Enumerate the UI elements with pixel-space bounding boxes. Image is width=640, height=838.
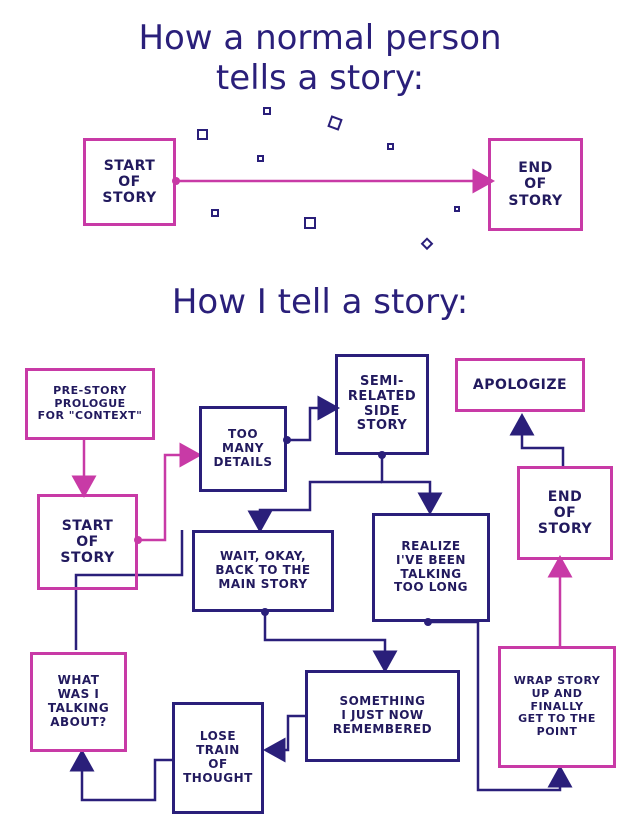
what-was-i-box: WHAT WAS I TALKING ABOUT? [30, 652, 127, 752]
apologize-box: APOLOGIZE [455, 358, 585, 412]
title-normal: How a normal person tells a story: [138, 18, 502, 98]
normal-start-box: START OF STORY [83, 138, 176, 226]
title-mine: How I tell a story: [171, 282, 469, 322]
lose-train-box: LOSE TRAIN OF THOUGHT [172, 702, 264, 814]
semi-related-box: SEMI- RELATED SIDE STORY [335, 354, 429, 455]
something-remembered-box: SOMETHING I JUST NOW REMEMBERED [305, 670, 460, 762]
wrap-up-box: WRAP STORY UP AND FINALLY GET TO THE POI… [498, 646, 616, 768]
too-many-details-box: TOO MANY DETAILS [199, 406, 287, 492]
start-box: START OF STORY [37, 494, 138, 590]
normal-end-box: END OF STORY [488, 138, 583, 231]
end-box: END OF STORY [517, 466, 613, 560]
wait-okay-box: WAIT, OKAY, BACK TO THE MAIN STORY [192, 530, 334, 612]
prologue-box: PRE-STORY PROLOGUE FOR "CONTEXT" [25, 368, 155, 440]
realize-box: REALIZE I'VE BEEN TALKING TOO LONG [372, 513, 490, 622]
confetti [197, 107, 460, 251]
